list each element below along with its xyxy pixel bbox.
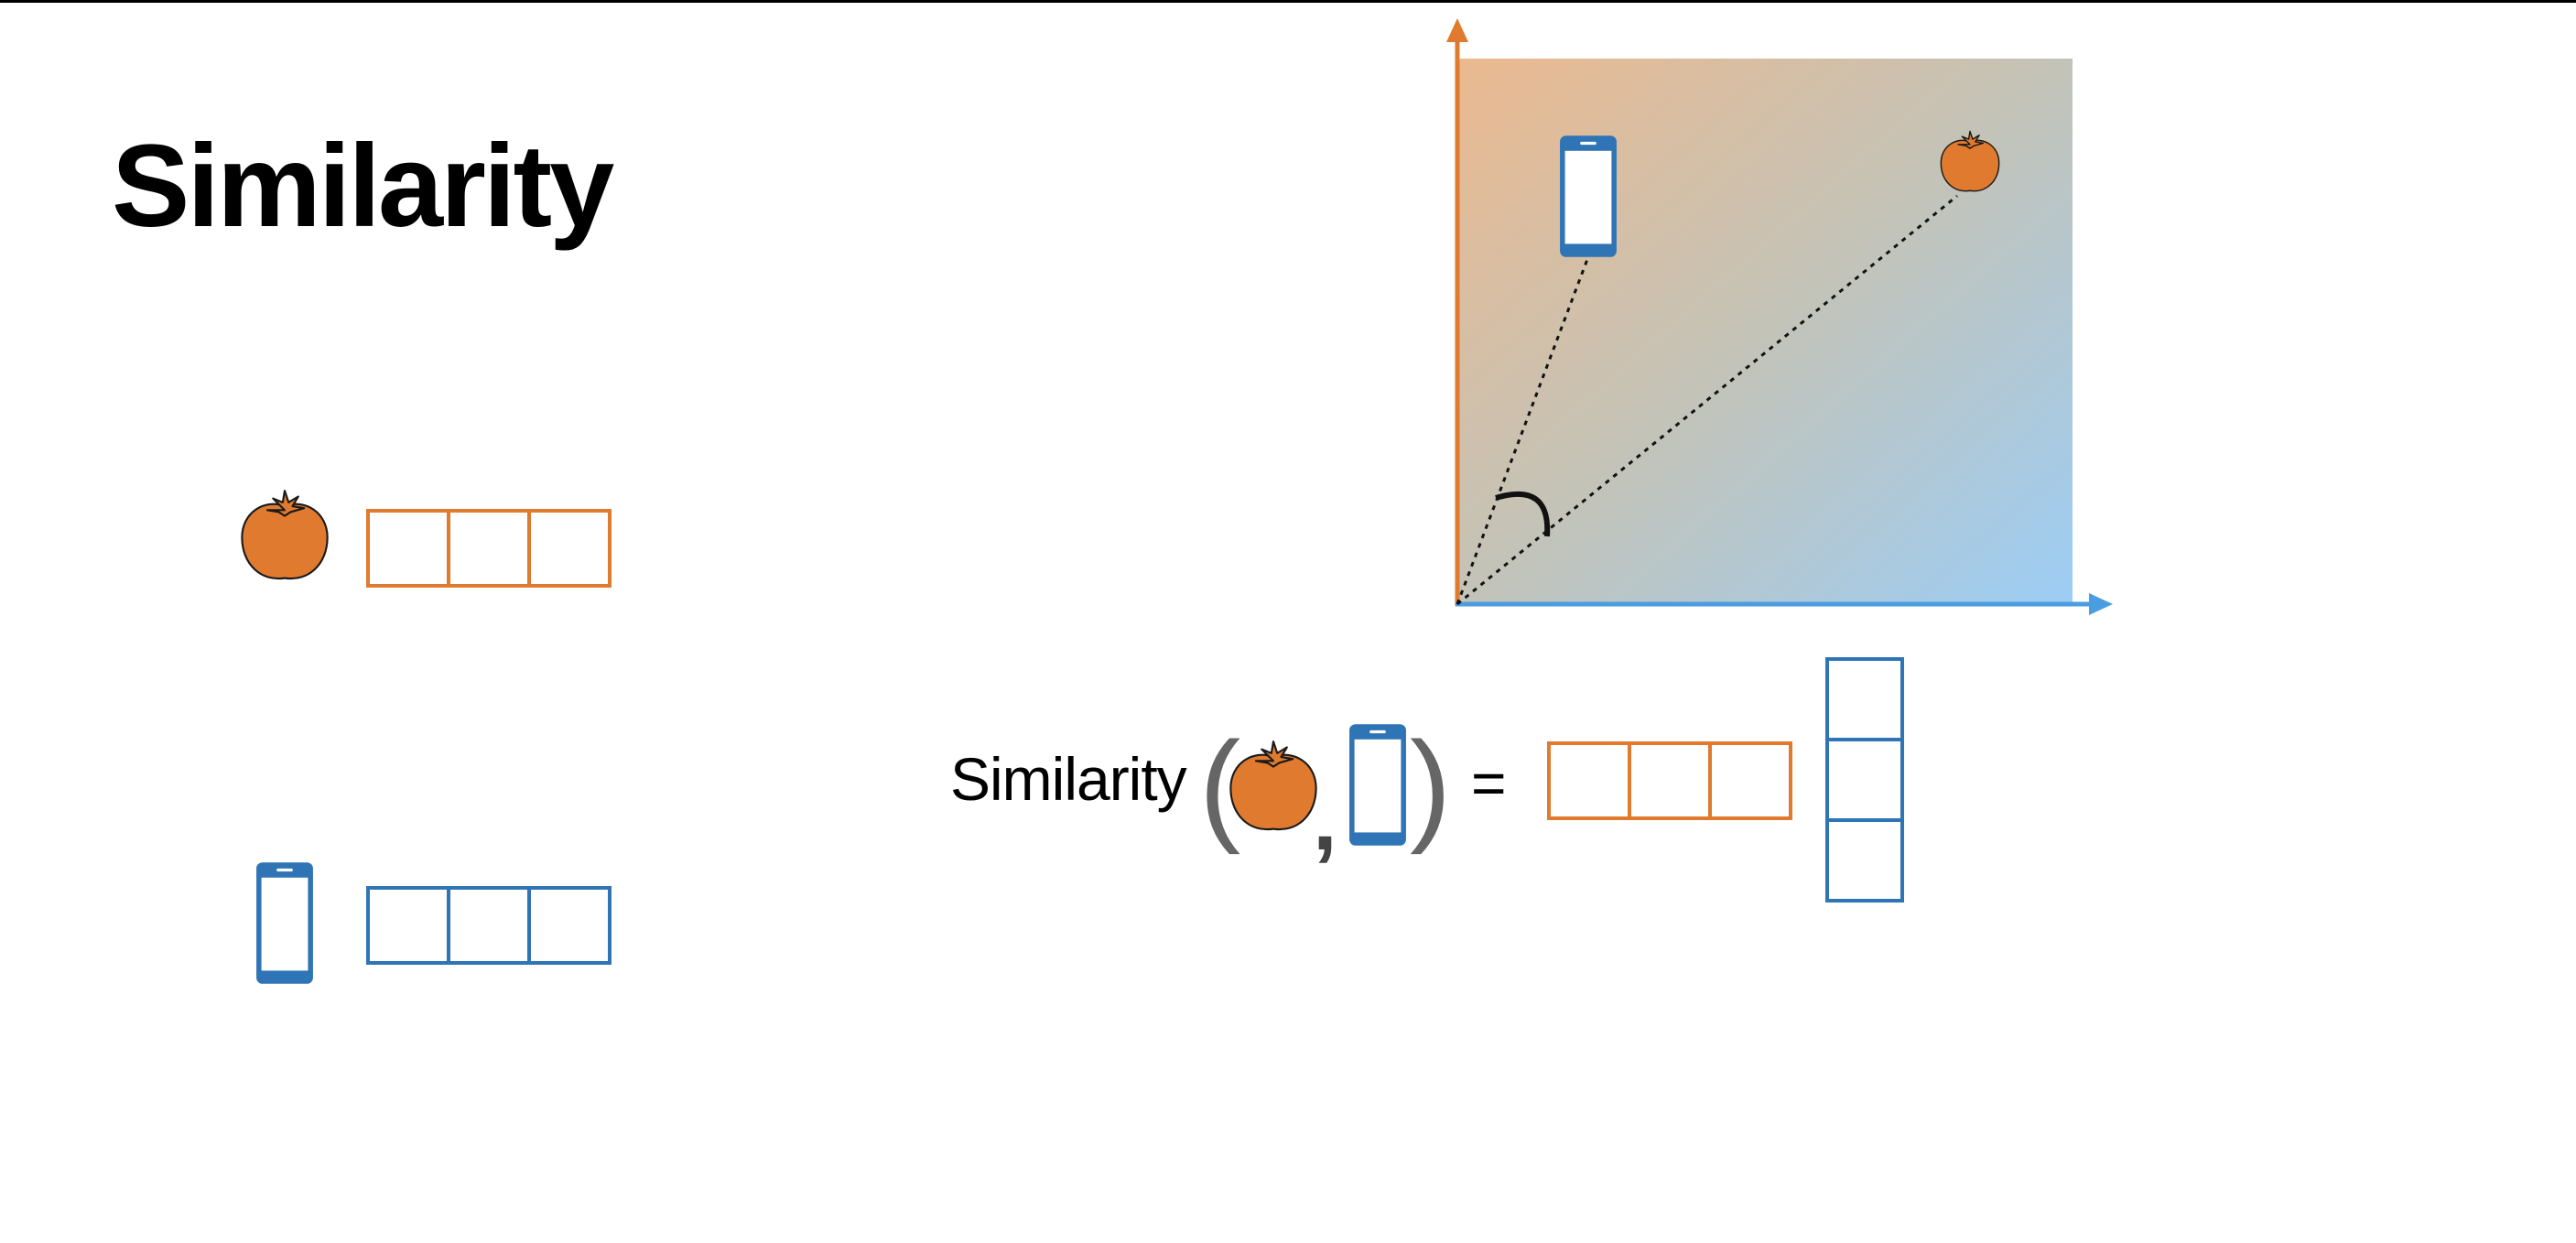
- top-rule: [0, 0, 2576, 3]
- formula-column-vector: [1825, 657, 1904, 903]
- tomato-vector-row: [241, 490, 612, 588]
- phone-icon: [256, 862, 313, 984]
- equals-sign: =: [1471, 749, 1507, 816]
- formula-row-vector: [1547, 741, 1792, 820]
- tomato-vector: [366, 509, 612, 588]
- angle-arc: [1495, 491, 1551, 537]
- phone-icon: [1560, 135, 1617, 257]
- phone-icon: [1349, 724, 1406, 846]
- formula-label: Similarity: [950, 745, 1187, 813]
- tomato-direction-line: [1456, 194, 1958, 606]
- tomato-icon: [1229, 740, 1317, 831]
- close-paren: ): [1410, 716, 1452, 855]
- x-axis-arrow-icon: [2089, 593, 2113, 615]
- tomato-icon: [241, 490, 329, 580]
- comma-separator: ,: [1313, 771, 1337, 869]
- open-paren: (: [1199, 716, 1241, 855]
- page-title: Similarity: [112, 121, 614, 252]
- phone-direction-line: [1456, 254, 1591, 605]
- vector-space-plot: [1446, 18, 2113, 615]
- phone-vector-row: [256, 862, 612, 984]
- phone-vector: [366, 886, 612, 965]
- y-axis-arrow-icon: [1446, 18, 1468, 42]
